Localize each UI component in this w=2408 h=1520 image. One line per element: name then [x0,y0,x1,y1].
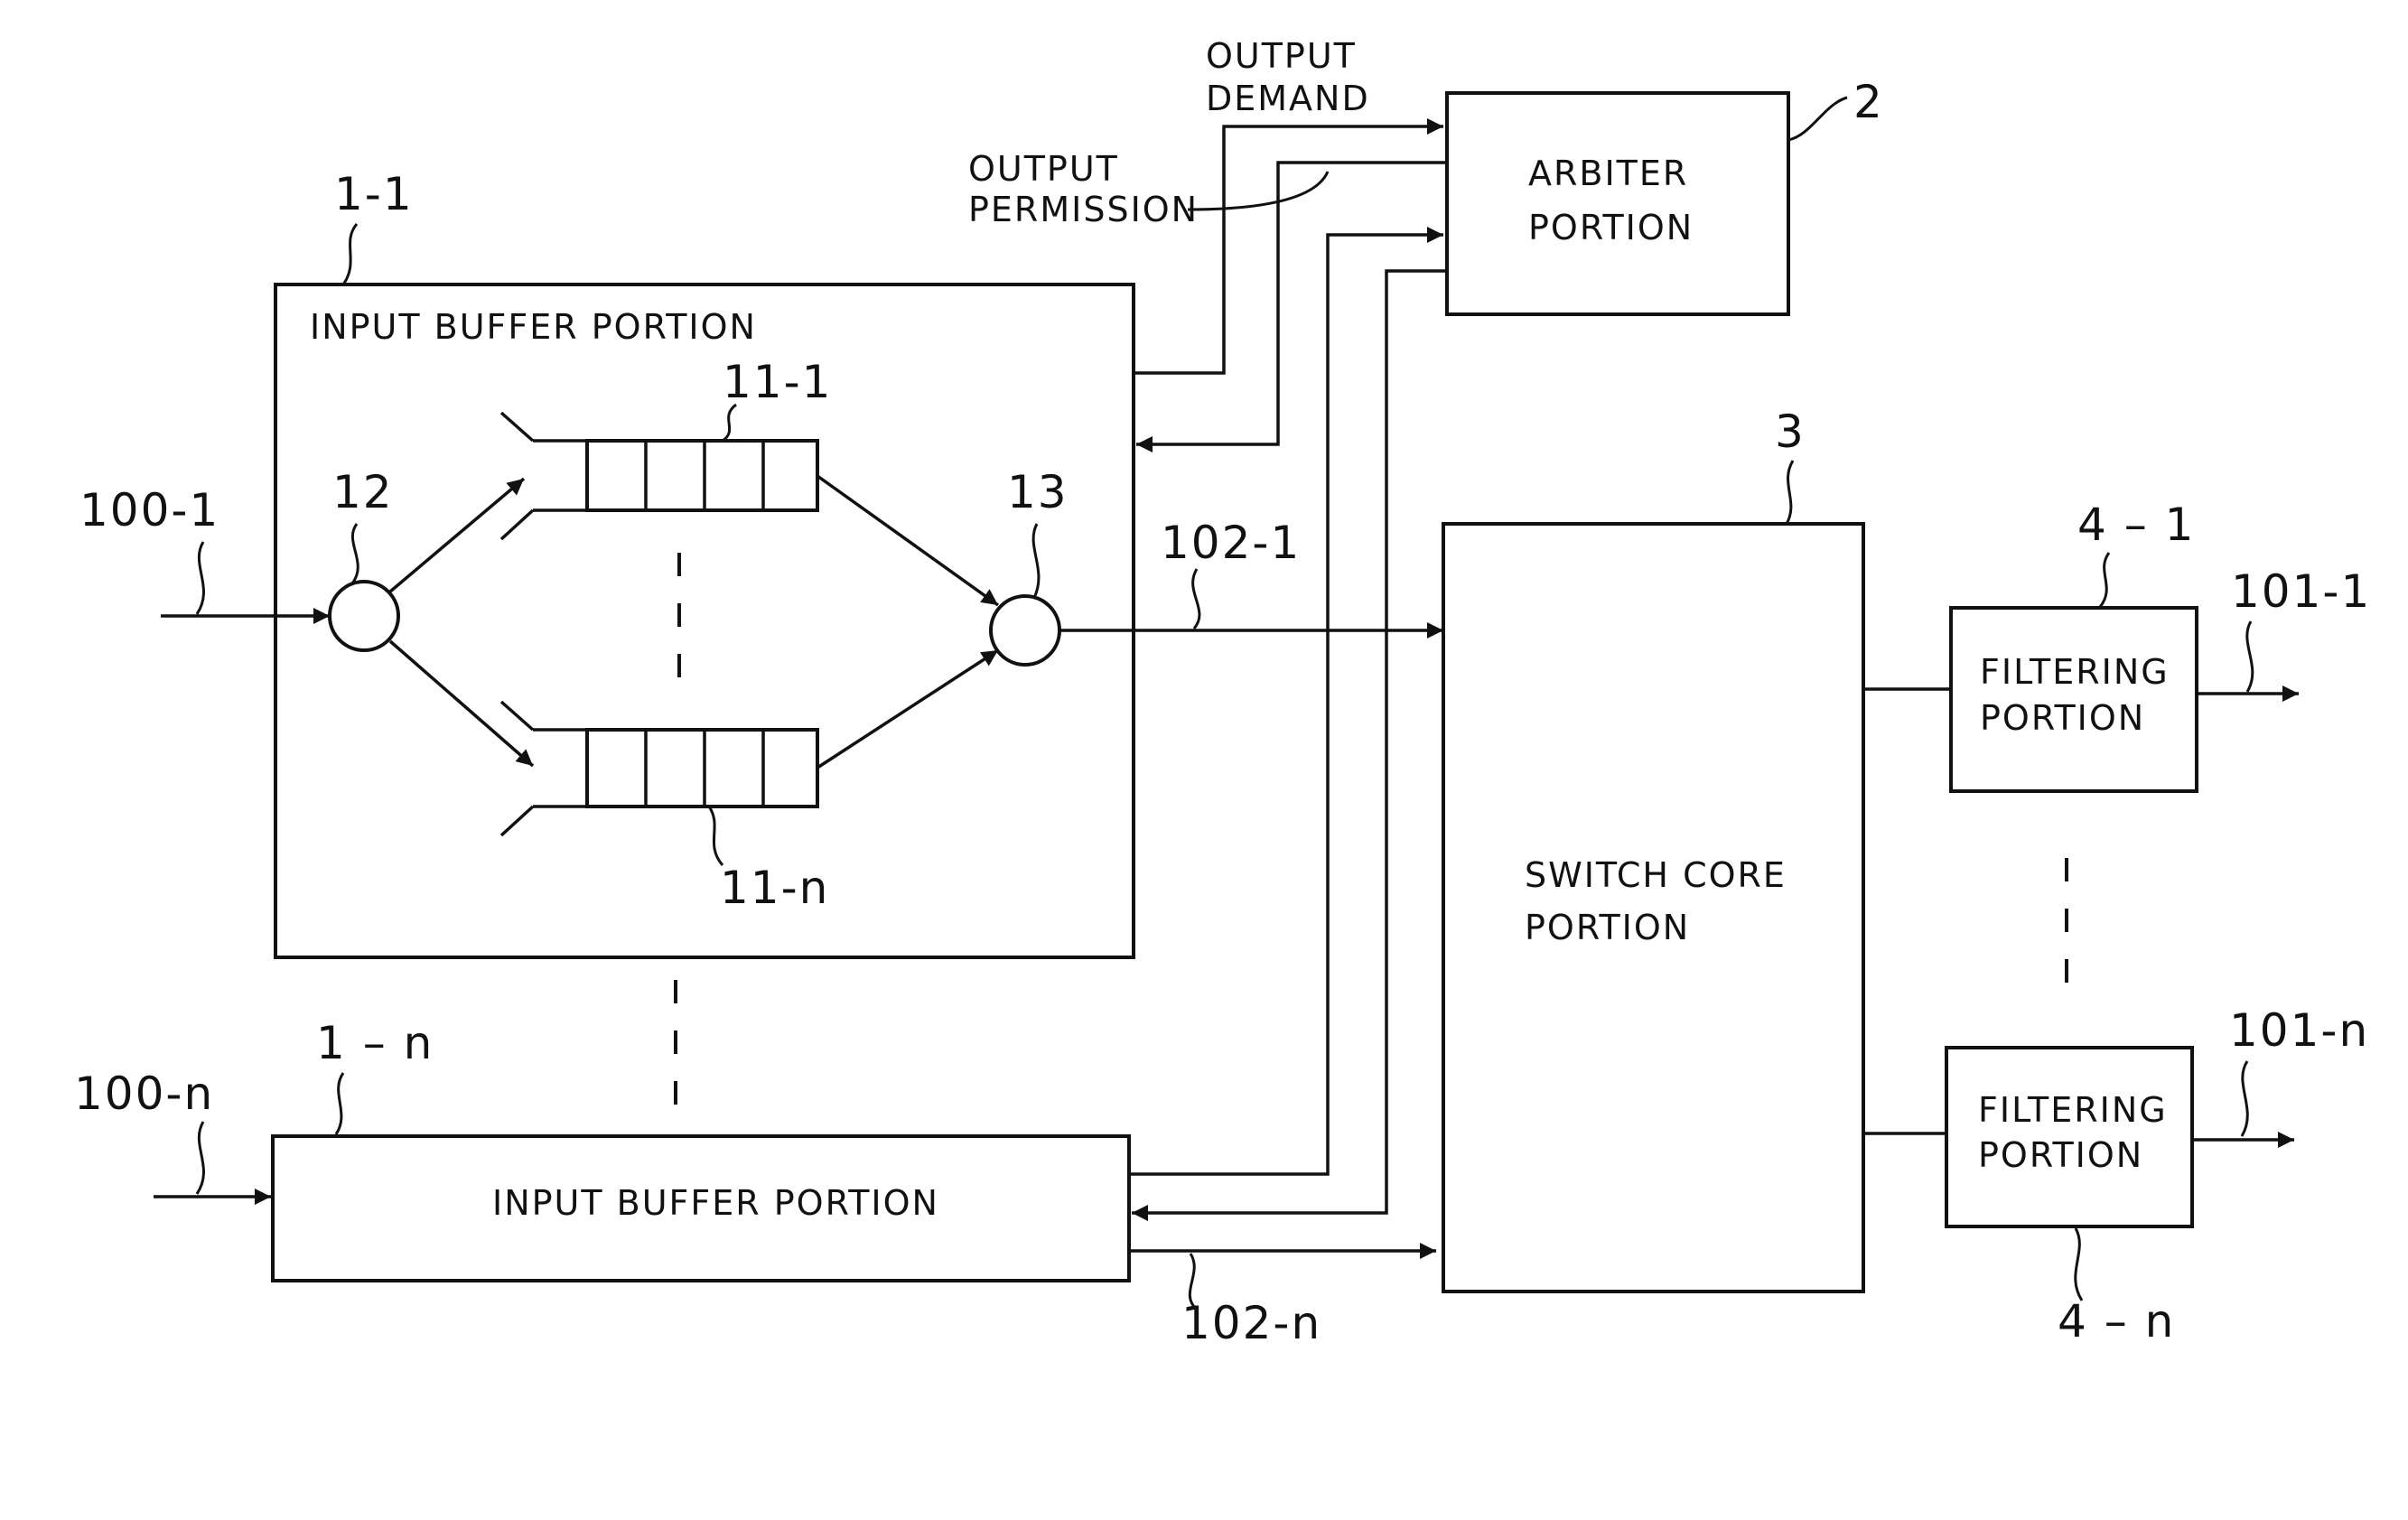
arbiter-label-line1: ARBITER [1528,154,1688,193]
input-100-n-ref: 100-n [74,1068,214,1120]
queue-11-n: 11-n [501,702,829,914]
output-101-n-ref: 101-n [2229,1004,2369,1057]
arbiter-ref: 2 [1853,76,1884,128]
output-permission-line1: OUTPUT [968,149,1119,189]
output-demand-line1: OUTPUT [1206,36,1357,76]
filter-1-label-line2: PORTION [1980,698,2145,738]
output-line-101-n: 101-n [2192,1004,2369,1140]
filter-1-label-line1: FILTERING [1980,652,2170,692]
switch-core-ref: 3 [1775,406,1806,458]
filtering-portion-1: FILTERING PORTION 4 – 1 [1951,499,2197,791]
output-101-1-ref: 101-1 [2231,565,2371,618]
output-line-101-1: 101-1 [2197,565,2371,694]
input-line-100-1: 100-1 [79,484,330,616]
filtering-portion-n: FILTERING PORTION 4 – n [1946,1048,2192,1347]
node-13-ref: 13 [1007,466,1069,518]
input-buffer-1-leader [343,224,357,284]
filter-1-ref: 4 – 1 [2077,499,2195,551]
filter-n-label-line2: PORTION [1978,1135,2143,1175]
line-102-n-ref: 102-n [1181,1297,1321,1349]
input-buffer-portion-n: INPUT BUFFER PORTION 1 – n [273,1017,1129,1281]
switch-core-label-line2: PORTION [1525,908,1690,947]
filter-n-label-line1: FILTERING [1978,1090,2168,1130]
queue-11-1-ref: 11-1 [723,356,832,408]
input-buffer-n-label: INPUT BUFFER PORTION [492,1183,939,1223]
output-permission-leader [1188,172,1328,210]
input-buffer-1-label: INPUT BUFFER PORTION [310,307,757,347]
line-102-1-ref: 102-1 [1161,517,1301,569]
distributor-node-12 [330,582,398,650]
input-buffer-portion-1: INPUT BUFFER PORTION 1-1 11-1 [275,168,1134,957]
queue-11-n-ref: 11-n [720,862,829,914]
output-permission-line2: PERMISSION [968,190,1199,229]
line-102-n: 102-n [1129,1251,1436,1349]
node-12-ref: 12 [332,466,394,518]
queue-11-1: 11-1 [501,356,832,539]
input-buffer-1-ref: 1-1 [334,168,414,220]
arbiter-signal-lines [1129,126,1447,1213]
input-100-1-ref: 100-1 [79,484,219,536]
selector-node-13 [991,596,1059,665]
filter-n-ref: 4 – n [2058,1295,2175,1347]
output-demand-line2: DEMAND [1206,79,1370,118]
input-line-100-n: 100-n [74,1068,271,1197]
input-buffer-n-ref: 1 – n [316,1017,434,1069]
switch-core-label-line1: SWITCH CORE [1525,855,1787,895]
switch-core-portion: SWITCH CORE PORTION 3 [1443,406,1863,1292]
arbiter-label-line2: PORTION [1528,208,1694,247]
arbiter-portion: ARBITER PORTION 2 [1447,76,1884,314]
